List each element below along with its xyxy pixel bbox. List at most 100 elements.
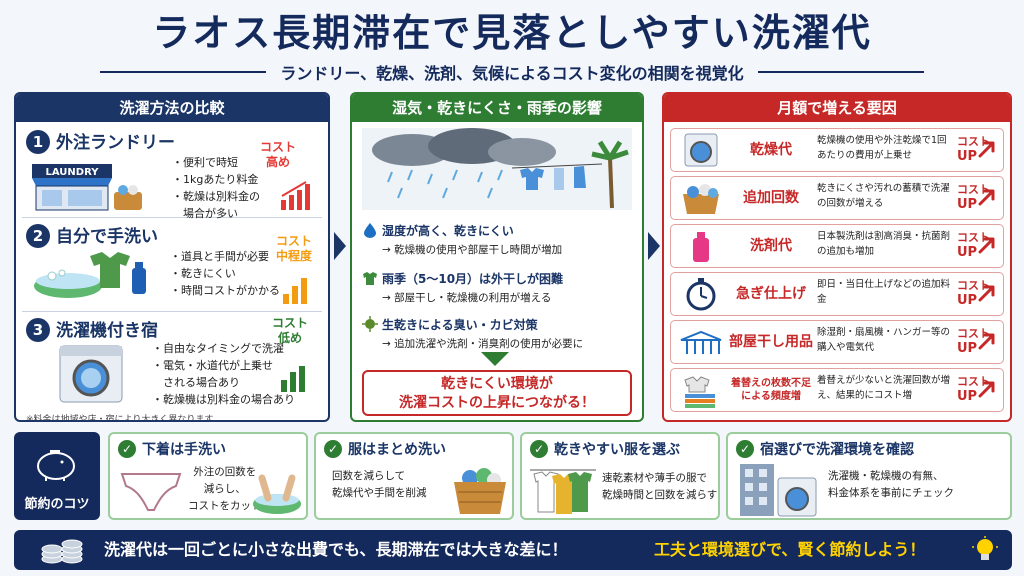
- stopwatch-icon: [686, 278, 716, 311]
- footer-banner: 洗濯代は一回ごとに小さな出費でも、長期滞在では大きな差に！ 工夫と環境選びで、賢…: [14, 530, 1012, 570]
- flow-arrow-icon: [334, 232, 346, 260]
- up-arrow-icon: [978, 381, 995, 398]
- water-drop-icon: [364, 223, 376, 238]
- factor-description: 即日・当日仕上げなどの追加料金: [817, 279, 951, 305]
- divider: [757, 71, 924, 73]
- lightbulb-icon: [972, 536, 998, 560]
- page-title: ラオス長期滞在で見落としやすい洗濯代: [152, 11, 872, 55]
- climate-conclusion: 乾きにくい環境が 洗濯コストの上昇につながる！: [362, 370, 632, 416]
- tips-section: 節約のコツ ✓ 下着は手洗い 外注の回数を 減らし、 コストをカット ✓ 服はま…: [14, 432, 1012, 520]
- mold-germ-icon: [362, 316, 378, 332]
- check-icon: ✓: [736, 440, 754, 458]
- rain-clothesline-icon: [362, 128, 632, 210]
- up-arrow-icon: [978, 141, 995, 158]
- factor-name: 急ぎ仕上げ: [736, 285, 806, 302]
- climate-panel-header: 湿気・乾きにくさ・雨季の影響: [352, 94, 642, 122]
- price-note: ※料金は地域や店・宿により大きく異なります。: [26, 415, 222, 422]
- climate-panel: 湿気・乾きにくさ・雨季の影響 湿度が高く、乾きにくい → 乾燥機の使用や部屋干し…: [350, 92, 644, 422]
- factor-description: 乾燥機の使用や外注乾燥で1回あたりの費用が上乗せ: [817, 135, 947, 161]
- detergent-bottle-icon: [693, 232, 709, 262]
- method-title: 洗濯機付き宿: [56, 321, 158, 341]
- clothes-stack-icon: [684, 376, 715, 408]
- cost-high-chart-icon: [281, 181, 310, 210]
- factor-name: 乾燥代: [750, 141, 792, 158]
- basin-shirt-icon: [34, 252, 146, 298]
- cost-factor-row: 着替えの枚数不足による頻度増着替えが少ないと洗濯回数が増え、結果的にコスト増コス…: [670, 368, 1004, 412]
- laundry-basket-icon: [683, 184, 719, 214]
- cost-low-chart-icon: [281, 366, 305, 392]
- flow-arrow-icon: [648, 232, 660, 260]
- down-arrow-icon: [481, 352, 509, 366]
- check-icon: ✓: [118, 440, 136, 458]
- check-icon: ✓: [530, 440, 548, 458]
- hanging-shirts-icon: [530, 469, 596, 514]
- tshirt-icon: [363, 272, 377, 285]
- factor-name: 追加回数: [743, 189, 799, 206]
- method-points: ・自由なタイミングで洗濯 ・電気・水道代が上乗せ される場合あり ・乾燥機は別料…: [152, 342, 295, 406]
- footer-highlight: 工夫と環境選びで、賢く節約しよう！: [654, 540, 926, 559]
- up-arrow-icon: [978, 285, 995, 302]
- footer-message: 洗濯代は一回ごとに小さな出費でも、長期滞在では大きな差に！: [104, 540, 568, 559]
- factor-name: 部屋干し用品: [729, 333, 813, 350]
- laundry-shop-icon: LAUNDRY: [32, 164, 142, 211]
- hotel-building-icon: [740, 464, 817, 517]
- method-points: ・道具と手間が必要 ・乾きにくい ・時間コストがかかる: [170, 250, 280, 297]
- effect-humidity: 湿度が高く、乾きにくい → 乾燥機の使用や部屋干し時間が増加: [362, 222, 634, 257]
- underwear-icon: [120, 473, 182, 511]
- effect-rainy-season: 雨季（5〜10月）は外干しが困難 → 部屋干し・乾燥機の利用が増える: [362, 270, 634, 305]
- cost-medium-chart-icon: [283, 278, 307, 304]
- method-number: 2: [26, 224, 50, 248]
- method-handwash: 2 自分で手洗い ・道具と手間が必要 ・乾きにくい ・時間コストがかかる コスト…: [22, 220, 322, 312]
- methods-panel-header: 洗濯方法の比較: [16, 94, 328, 122]
- factor-name: 洗剤代: [750, 237, 792, 254]
- method-number: 1: [26, 130, 50, 154]
- subtitle-row: ランドリー、乾燥、洗剤、気候によるコスト変化の相関を視覚化: [100, 60, 924, 84]
- tip-batch-wash: ✓ 服はまとめ洗い 回数を減らして 乾燥代や手間を削減: [314, 432, 514, 520]
- factors-panel-header: 月額で増える要因: [664, 94, 1010, 122]
- page-subtitle: ランドリー、乾燥、洗剤、気候によるコスト変化の相関を視覚化: [280, 64, 744, 83]
- drying-hanger-icon: [680, 330, 722, 354]
- factor-description: 乾きにくさや汚れの蓄積で洗濯の回数が増える: [817, 183, 950, 209]
- method-laundry: 1 外注ランドリー LAUNDRY ・便利で時短 ・1kgあたり料金 ・乾燥は別…: [22, 126, 322, 220]
- factor-description: 除湿剤・扇風機・ハンガー等の購入や電気代: [817, 327, 951, 353]
- effect-mold: 生乾きによる臭い・カビ対策 → 追加洗濯や洗剤・消臭剤の使用が必要に: [362, 316, 634, 351]
- up-arrow-icon: [978, 237, 995, 254]
- tip-quick-dry-clothes: ✓ 乾きやすい服を選ぶ 速乾素材や薄手の服で 乾燥時間と回数を減らす: [520, 432, 720, 520]
- cost-rating: コスト 高め: [259, 140, 296, 169]
- methods-panel: 洗濯方法の比較 1 外注ランドリー LAUNDRY ・便利で時短 ・1kgあたり…: [14, 92, 330, 422]
- laundry-basket-icon: [454, 468, 506, 514]
- factor-name: 着替えの枚数不足による頻度増: [731, 377, 811, 402]
- cost-rating: コスト 低め: [271, 316, 308, 345]
- check-icon: ✓: [324, 440, 342, 458]
- washing-machine-icon: [59, 345, 123, 403]
- dryer-icon: [684, 133, 718, 167]
- hand-washing-basin-icon: [253, 474, 301, 514]
- piggy-bank-icon: [37, 450, 75, 481]
- up-arrow-icon: [978, 333, 995, 350]
- factor-description: 着替えが少ないと洗濯回数が増え、結果的にコスト増: [817, 375, 951, 401]
- tip-handwash-underwear: ✓ 下着は手洗い 外注の回数を 減らし、 コストをカット: [108, 432, 308, 520]
- method-title: 外注ランドリー: [56, 133, 175, 153]
- tips-label: 節約のコツ: [14, 432, 100, 520]
- cost-rating: コスト 中程度: [275, 234, 312, 263]
- method-points: ・便利で時短 ・1kgあたり料金 ・乾燥は別料金の 場合が多い: [172, 156, 260, 220]
- divider: [100, 71, 267, 73]
- factor-description: 日本製洗剤は割高消臭・抗菌剤の追加も増加: [817, 231, 951, 257]
- method-washer-accommodation: 3 洗濯機付き宿 ・自由なタイミングで洗濯 ・電気・水道代が上乗せ される場合あ…: [22, 314, 322, 406]
- coin-stack-icon: [41, 539, 83, 564]
- tip-check-accommodation: ✓ 宿選びで洗濯環境を確認 洗濯機・乾燥機の有無、 料金体系を事前にチェック: [726, 432, 1012, 520]
- up-arrow-icon: [978, 189, 995, 206]
- method-number: 3: [26, 318, 50, 342]
